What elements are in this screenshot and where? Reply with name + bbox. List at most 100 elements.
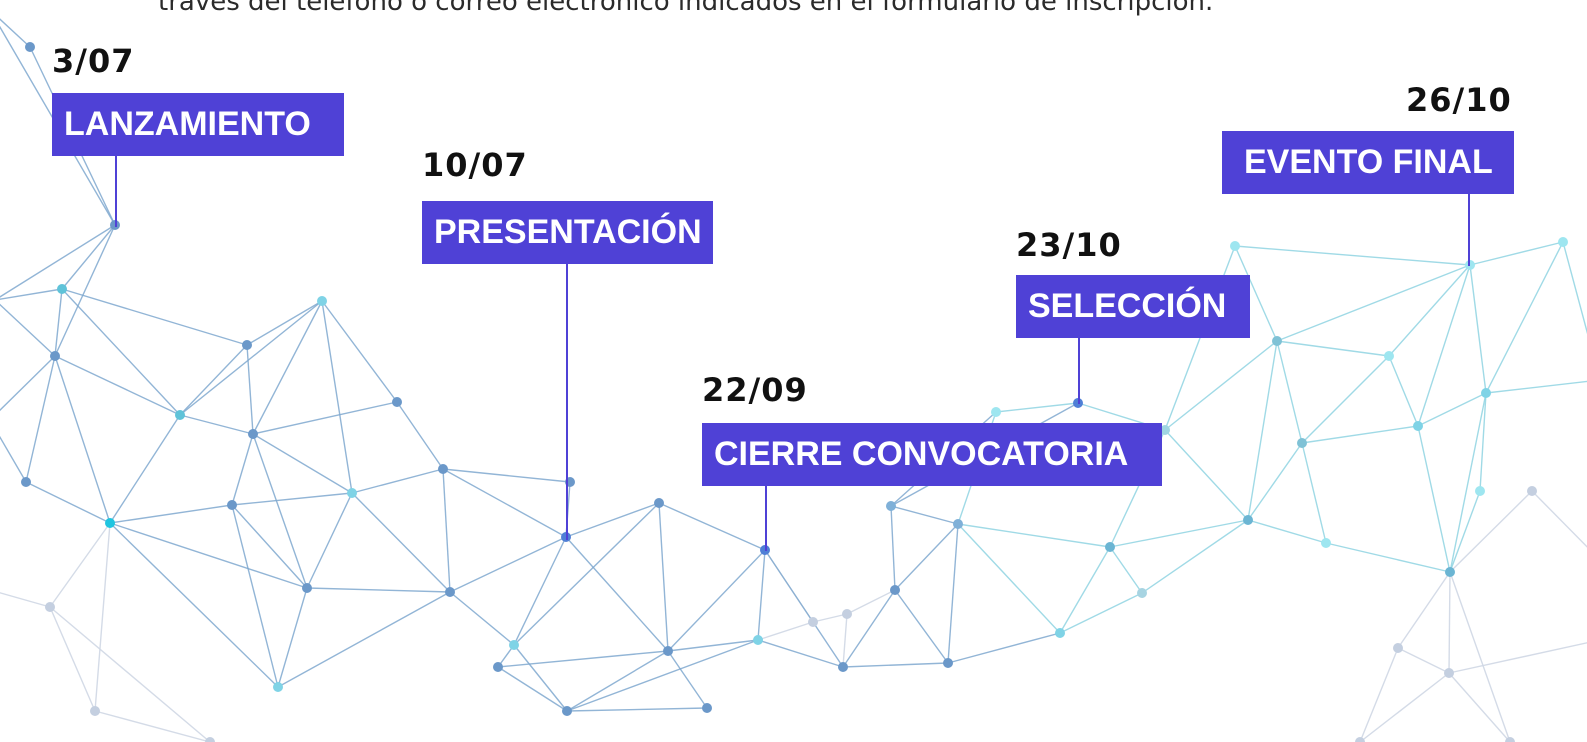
milestone-label-lanzamiento: LANZAMIENTO [52, 93, 344, 156]
mesh-node [1230, 241, 1240, 251]
mesh-edge [667, 549, 766, 652]
mesh-edge [0, 288, 63, 300]
mesh-edge [306, 492, 353, 589]
mesh-edge [1234, 245, 1278, 342]
mesh-edge [54, 224, 116, 357]
mesh-edge [658, 502, 669, 652]
mesh-node [1355, 737, 1365, 742]
mesh-edge [0, 303, 56, 357]
mesh-node [953, 519, 963, 529]
mesh-edge [396, 401, 444, 470]
mesh-edge [179, 414, 254, 435]
mesh-edge [757, 639, 844, 668]
mesh-node [1558, 237, 1568, 247]
mesh-node [1160, 425, 1170, 435]
mesh-edge [321, 300, 353, 494]
mesh-edge [1247, 519, 1327, 544]
mesh-edge [351, 468, 444, 494]
mesh-node [1055, 628, 1065, 638]
mesh-edge [246, 344, 254, 435]
mesh-node [21, 477, 31, 487]
mesh-edge [0, 435, 27, 483]
mesh-edge [277, 591, 451, 688]
mesh-node [438, 464, 448, 474]
mesh-edge [1141, 519, 1249, 594]
mesh-node [445, 587, 455, 597]
mesh-node [991, 407, 1001, 417]
mesh-edge [1479, 392, 1487, 492]
milestone-connector-seleccion [1078, 338, 1080, 404]
mesh-edge [1397, 571, 1451, 649]
mesh-edge [947, 632, 1061, 664]
mesh-edge [54, 355, 111, 524]
mesh-node [890, 585, 900, 595]
milestone-label-seleccion: SELECCIÓN [1016, 275, 1250, 338]
mesh-node [45, 602, 55, 612]
mesh-edge [449, 536, 567, 593]
mesh-edge [1417, 392, 1487, 427]
milestone-connector-lanzamiento [115, 156, 117, 227]
mesh-edge [442, 468, 567, 538]
mesh-edge [0, 592, 51, 608]
mesh-node [50, 351, 60, 361]
mesh-edge [890, 505, 896, 591]
mesh-edge [947, 523, 959, 664]
mesh-edge [252, 433, 308, 589]
mesh-edge [513, 536, 567, 646]
mesh-edge [449, 591, 515, 646]
mesh-edge [109, 414, 181, 524]
mesh-node [248, 429, 258, 439]
mesh-edge [231, 492, 353, 506]
mesh-edge [1109, 519, 1249, 548]
mesh-node [1297, 438, 1307, 448]
mesh-edge [1469, 264, 1487, 394]
mesh-node [1505, 737, 1515, 742]
mesh-edge [252, 401, 398, 435]
mesh-edge [566, 650, 669, 712]
mesh-edge [109, 522, 279, 688]
intro-text: través del teléfono o correo electrónico… [158, 0, 1214, 17]
mesh-edge [1247, 442, 1303, 521]
milestone-date-lanzamiento: 3/07 [52, 42, 135, 80]
mesh-node [347, 488, 357, 498]
mesh-edge [252, 300, 323, 435]
mesh-node [273, 682, 283, 692]
mesh-node [1413, 421, 1423, 431]
milestone-date-presentacion: 10/07 [422, 146, 528, 184]
mesh-node [1137, 588, 1147, 598]
mesh-edge [658, 502, 766, 551]
mesh-node [842, 609, 852, 619]
mesh-edge [1301, 442, 1327, 544]
mesh-edge [1449, 490, 1481, 573]
mesh-edge [1531, 490, 1587, 548]
milestone-connector-cierre [765, 486, 767, 551]
mesh-edge [61, 288, 248, 346]
mesh-edge [277, 587, 308, 688]
mesh-node [562, 706, 572, 716]
mesh-edge [0, 224, 116, 298]
milestone-date-evento-final: 26/10 [1406, 81, 1512, 119]
mesh-node [57, 284, 67, 294]
mesh-edge [1485, 380, 1587, 394]
mesh-edge [49, 522, 111, 608]
mesh-edge [0, 18, 31, 48]
mesh-node [1527, 486, 1537, 496]
mesh-edge [1164, 340, 1278, 431]
mesh-edge [1388, 264, 1471, 357]
mesh-edge [1276, 340, 1303, 444]
mesh-edge [842, 613, 848, 668]
mesh-edge [957, 523, 1061, 634]
mesh-node [25, 42, 35, 52]
mesh-edge [565, 502, 660, 538]
mesh-node [1445, 567, 1455, 577]
mesh-edge [109, 522, 308, 589]
mesh-edge [667, 639, 759, 652]
mesh-edge [566, 639, 759, 712]
mesh-edge [1562, 241, 1587, 335]
mesh-edge [842, 662, 949, 668]
mesh-edge [1325, 542, 1451, 573]
mesh-edge [1276, 340, 1390, 357]
mesh-edge [497, 650, 669, 668]
